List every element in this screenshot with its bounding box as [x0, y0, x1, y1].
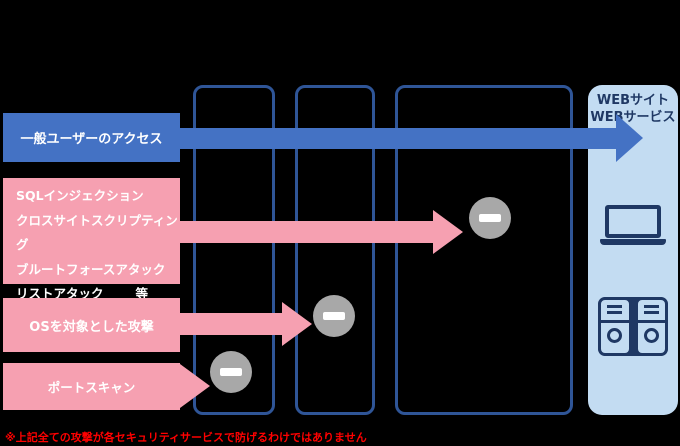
attack-arrowhead-os [282, 302, 312, 346]
disclaimer-note: ※上記全ての攻撃が各セキュリティサービスで防げるわけではありません [5, 431, 367, 444]
attack-arrow-web-app [180, 221, 433, 243]
attack-arrowhead-web-app [433, 210, 463, 254]
minus-icon [220, 368, 242, 376]
server-tower-1 [598, 297, 632, 356]
minus-icon [323, 312, 345, 320]
user-access-arrowhead [616, 114, 643, 162]
user-access-label: 一般ユーザーのアクセス [3, 113, 180, 162]
filter-column-1 [193, 85, 275, 415]
minus-icon [479, 214, 501, 222]
web-service-title-line1: WEBサイト [596, 93, 670, 108]
servers-icon [598, 297, 668, 356]
server-tower-2 [634, 297, 668, 356]
filter-column-2 [295, 85, 375, 415]
laptop-screen-shape [605, 205, 661, 238]
block-circle-web-app [469, 197, 511, 239]
filter-column-3 [395, 85, 573, 415]
block-circle-port-scan [210, 351, 252, 393]
attack-arrowhead-port-scan [180, 364, 210, 408]
attack-arrow-os [180, 313, 282, 335]
attack-line-brute-force: ブルートフォースアタック [16, 261, 166, 277]
laptop-icon [600, 205, 666, 245]
attack-box-os: OSを対象とした攻撃 [3, 298, 180, 352]
attack-line-sql-injection: SQLインジェクション [16, 188, 144, 203]
etc-label: 等 [135, 286, 149, 301]
attack-line-list-attack: リストアタック等 [16, 282, 180, 307]
block-circle-os [313, 295, 355, 337]
attack-line-xss: クロスサイトスクリプティング [16, 212, 178, 253]
attack-box-web-app: SQLインジェクション クロスサイトスクリプティング ブルートフォースアタック … [3, 178, 180, 301]
attack-box-port-scan: ポートスキャン [3, 363, 180, 410]
laptop-base-shape [600, 239, 666, 245]
user-access-arrow [180, 128, 617, 149]
